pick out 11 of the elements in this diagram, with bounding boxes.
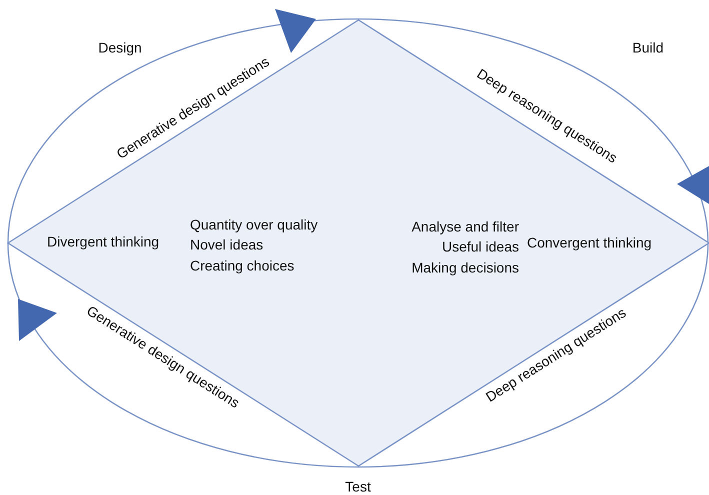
diamond-text: Useful ideas — [442, 238, 519, 256]
diamond-text: Quantity over quality — [190, 216, 318, 234]
diamond-text: Creating choices — [190, 258, 294, 274]
diamond-text: Analyse and filter — [412, 218, 519, 236]
stage-label: Design — [98, 40, 142, 56]
diamond-text: Divergent thinking — [47, 234, 160, 250]
diamond-text: Making decisions — [412, 260, 519, 276]
diamond-text: Convergent thinking — [527, 234, 652, 252]
stage-label: Test — [345, 478, 371, 495]
stage-label: Build — [632, 40, 664, 56]
diamond-text: Novel ideas — [190, 236, 264, 254]
